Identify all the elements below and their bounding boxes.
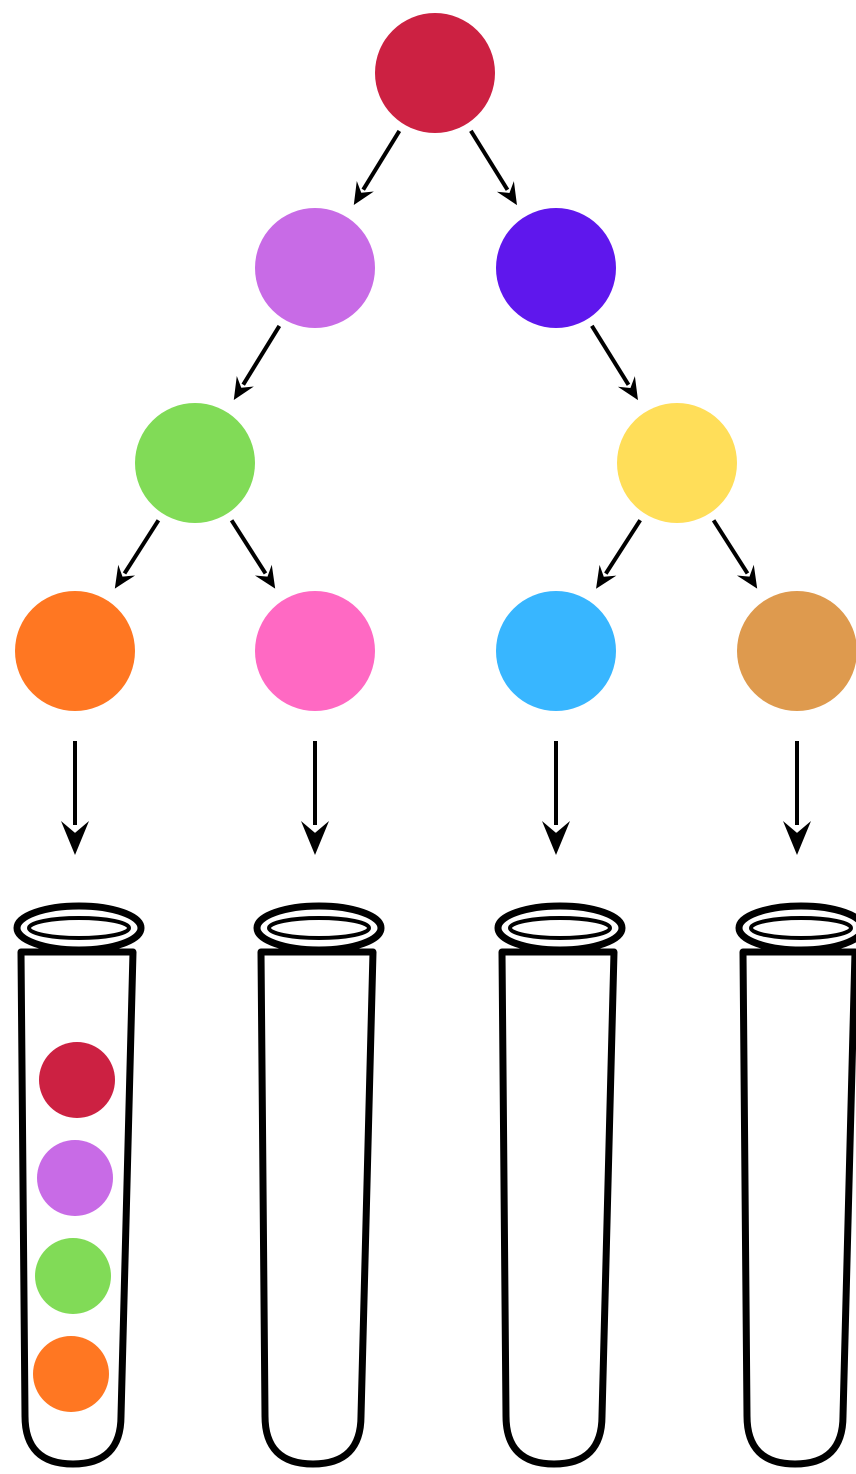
tube-body [498,948,618,1468]
tube-content-dot [35,1238,111,1314]
nodes-layer [15,13,856,711]
tubes-layer [13,902,856,1468]
drop-arrow-tube-3 [542,741,570,855]
node-l1-right [496,208,616,328]
node-leaf-4 [737,591,856,711]
tube-4 [735,902,856,1468]
node-leaf-1 [15,591,135,711]
drop-arrows-layer [61,741,811,855]
tube-1 [13,902,145,1468]
node-l2-right [617,403,737,523]
tube-opening [508,916,612,940]
tube-opening [267,916,371,940]
tube-content-dot [39,1042,115,1118]
edge-arrow-l1-right-to-l2-right [590,324,638,401]
tube-3 [494,902,626,1468]
edges-layer [114,129,758,589]
tube-opening [749,916,853,940]
tube-opening [27,916,131,940]
edge-arrow-l2-left-to-leaf-2 [229,519,276,589]
edge-arrow-root-to-l1-right [469,129,517,206]
node-l1-left [255,208,375,328]
edge-arrow-root-to-l1-left [353,129,402,205]
edge-arrow-l2-left-to-leaf-1 [114,519,161,589]
tube-content-dot [33,1336,109,1412]
edge-arrow-l2-right-to-leaf-3 [596,519,642,589]
tube-body [257,948,377,1468]
tube-body [739,948,856,1468]
node-l2-left [135,403,255,523]
edge-arrow-l2-right-to-leaf-4 [711,519,758,589]
node-leaf-3 [496,591,616,711]
node-leaf-2 [255,591,375,711]
drop-arrow-tube-1 [61,741,89,855]
tube-2 [253,902,385,1468]
drop-arrow-tube-4 [783,741,811,855]
node-root [375,13,495,133]
edge-arrow-l1-left-to-l2-left [233,324,282,400]
tube-content-dot [37,1140,113,1216]
drop-arrow-tube-2 [301,741,329,855]
